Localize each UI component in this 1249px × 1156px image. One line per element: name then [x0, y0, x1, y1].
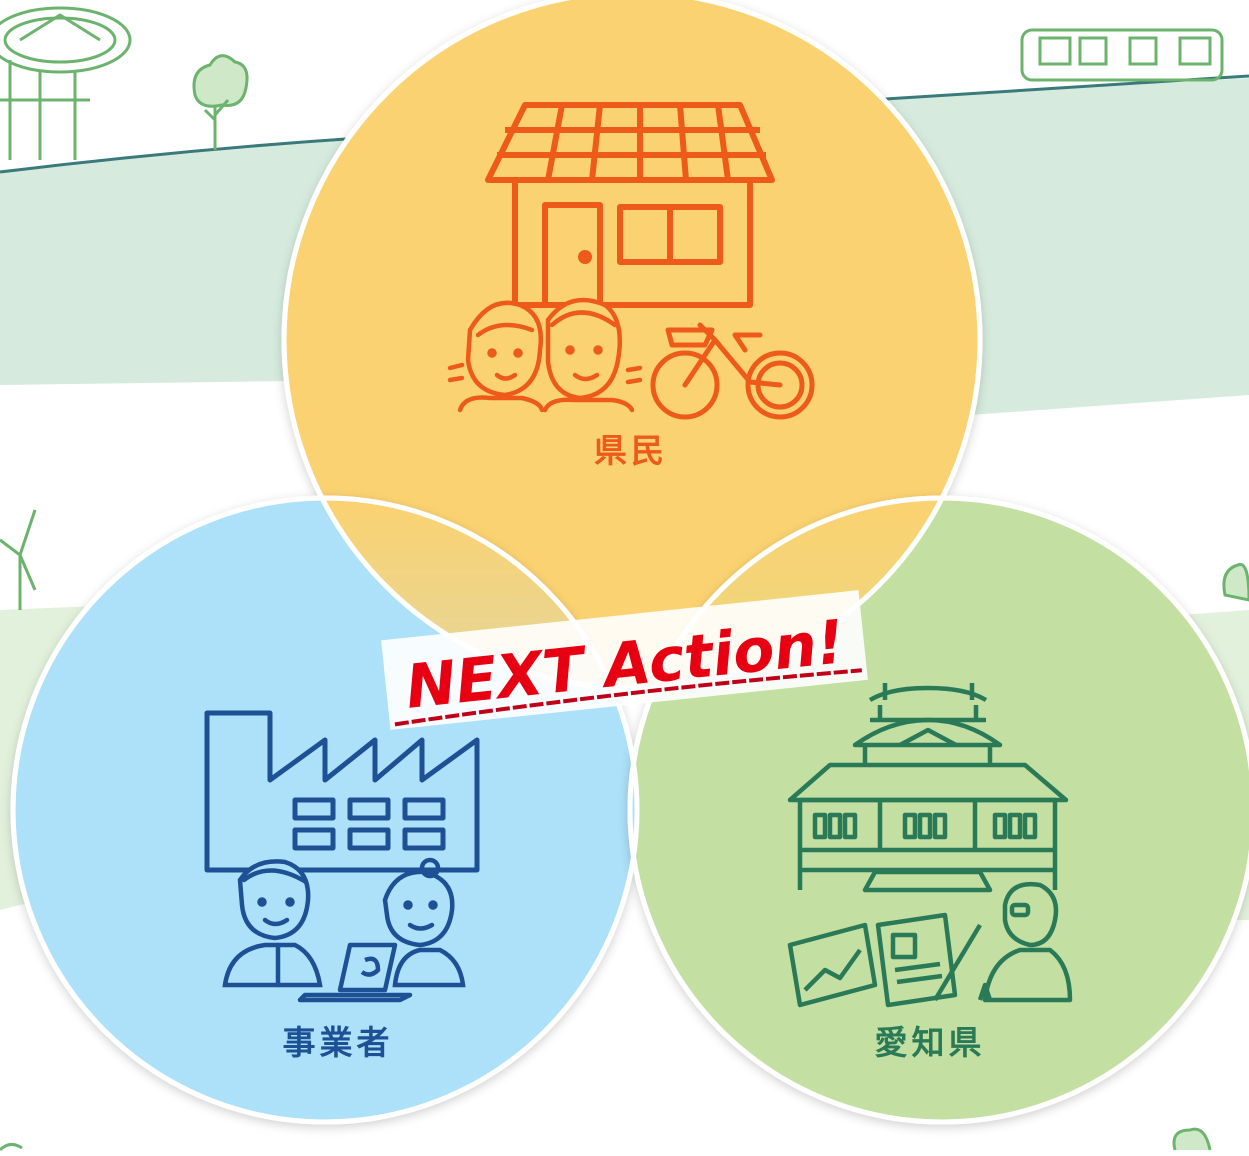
banner-backdrop: [381, 590, 868, 730]
official-person-icon: [977, 881, 1073, 1003]
factory-icon: [204, 710, 480, 873]
chart-icon: [787, 922, 878, 1008]
horizon-line-left: [0, 136, 361, 174]
wind-turbine-icon: [0, 509, 37, 610]
bottom-decoration: [0, 1143, 23, 1152]
label-jigyosha: 事業者: [283, 1023, 394, 1062]
laptop-icon: [297, 942, 413, 1003]
business-people-icon: [222, 857, 466, 988]
house-solar-icon: [485, 102, 775, 308]
castle-government-icon: [787, 683, 1069, 893]
bicycle-icon: [650, 322, 815, 420]
upper-band: [0, 138, 360, 385]
tram-icon: [1020, 28, 1224, 82]
couple-icon: [447, 297, 643, 413]
observation-tower-icon: [0, 6, 132, 160]
label-kenmin: 県民: [594, 431, 668, 470]
tree-icon: [192, 54, 249, 150]
document-icon: [875, 912, 982, 1008]
label-aichi: 愛知県: [875, 1023, 986, 1062]
tree-icon: [1172, 562, 1249, 1151]
banner-underline: [394, 668, 863, 727]
